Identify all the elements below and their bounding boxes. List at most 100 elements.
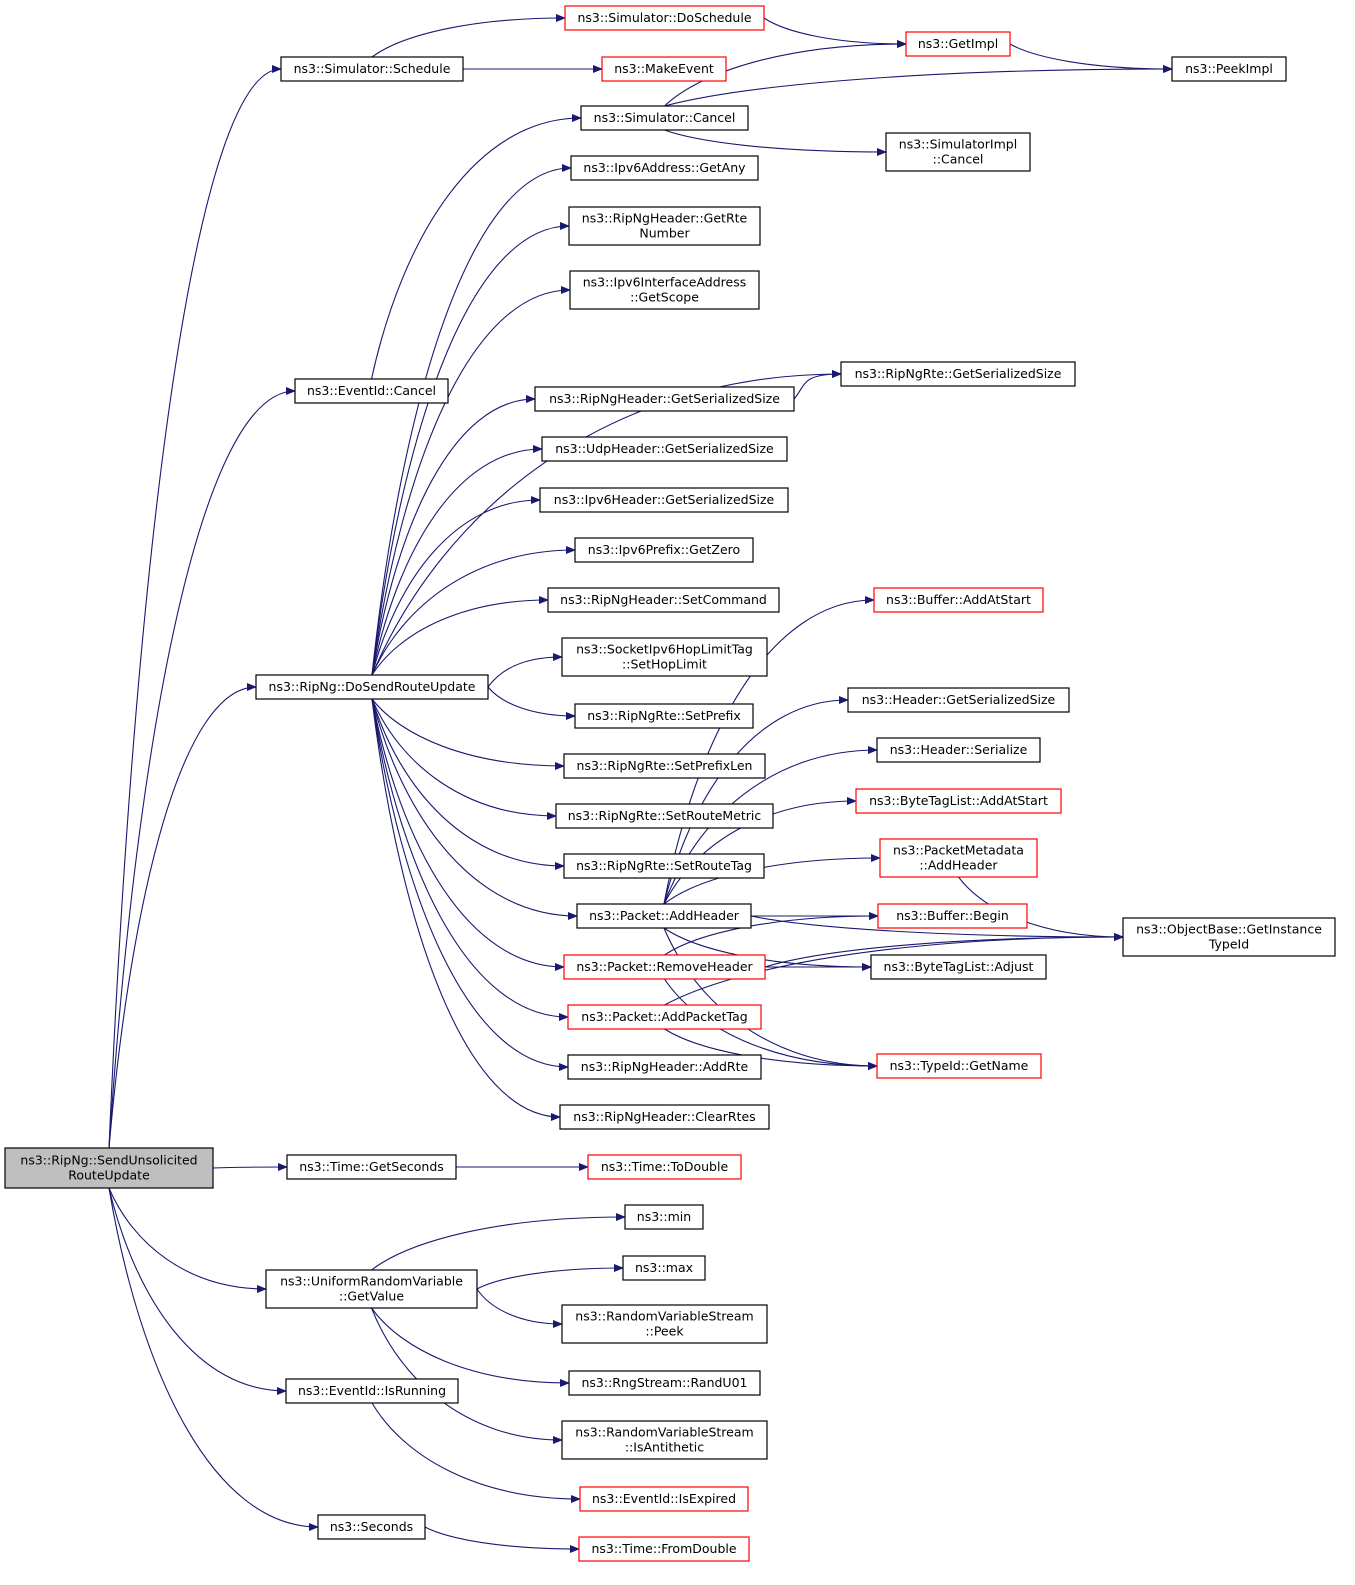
node-box	[885, 132, 1031, 172]
node-label: ::Cancel	[933, 152, 984, 167]
node-header-serialize[interactable]: ns3::Header::Serialize	[876, 737, 1041, 763]
node-label: ns3::RipNgRte::SetRouteTag	[576, 858, 752, 873]
edge-packet-addheader-to-typeid-getname	[663, 927, 878, 1070]
node-box	[587, 1154, 742, 1180]
node-header-getser[interactable]: ns3::Header::GetSerializedSize	[847, 687, 1070, 713]
node-box	[569, 270, 760, 310]
node-packet-addpackettag[interactable]: ns3::Packet::AddPacketTag	[567, 1004, 762, 1030]
node-ripngheader-setcmd[interactable]: ns3::RipNgHeader::SetCommand	[547, 587, 780, 613]
node-box	[876, 1053, 1042, 1079]
node-eventid-isrunning[interactable]: ns3::EventId::IsRunning	[285, 1378, 459, 1404]
node-box	[265, 1269, 478, 1309]
node-time-fromdouble[interactable]: ns3::Time::FromDouble	[578, 1536, 750, 1562]
node-ripngrte-setprefixlen[interactable]: ns3::RipNgRte::SetPrefixLen	[563, 753, 766, 779]
node-buffer-begin[interactable]: ns3::Buffer::Begin	[877, 903, 1028, 929]
node-ripngrte-setroutemetric[interactable]: ns3::RipNgRte::SetRouteMetric	[555, 803, 774, 829]
node-ipv6header-getser[interactable]: ns3::Ipv6Header::GetSerializedSize	[539, 487, 789, 513]
node-box	[847, 687, 1070, 713]
edge-dosend-to-ripngheader-addrte	[371, 698, 569, 1071]
node-urv-getvalue[interactable]: ns3::UniformRandomVariable::GetValue	[265, 1269, 478, 1309]
node-label: ns3::Simulator::Cancel	[594, 110, 736, 125]
node-bytetaglist-addatstart[interactable]: ns3::ByteTagList::AddAtStart	[855, 788, 1062, 814]
node-label: Number	[639, 226, 690, 241]
node-max[interactable]: ns3::max	[622, 1255, 706, 1281]
node-ripngheader-clearrtes[interactable]: ns3::RipNgHeader::ClearRtes	[559, 1104, 770, 1130]
node-eventid-isexpired[interactable]: ns3::EventId::IsExpired	[579, 1486, 749, 1512]
edge-packet-addheader-to-buffer-addatstart	[663, 596, 875, 905]
node-ipv6addr-getany[interactable]: ns3::Ipv6Address::GetAny	[570, 155, 759, 181]
edge-eventid-cancel-to-sim-cancel	[370, 114, 582, 380]
node-packet-removeheader[interactable]: ns3::Packet::RemoveHeader	[563, 954, 766, 980]
node-ripngheader-addrte[interactable]: ns3::RipNgHeader::AddRte	[567, 1054, 762, 1080]
node-typeid-getname[interactable]: ns3::TypeId::GetName	[876, 1053, 1042, 1079]
node-label: ns3::Packet::AddHeader	[589, 908, 740, 923]
node-sim-doschedule[interactable]: ns3::Simulator::DoSchedule	[564, 5, 765, 31]
edge-getimpl-to-peekimpl	[1009, 43, 1173, 73]
node-time-todouble[interactable]: ns3::Time::ToDouble	[587, 1154, 742, 1180]
node-rvs-isantithetic[interactable]: ns3::RandomVariableStream::IsAntithetic	[561, 1420, 768, 1460]
node-min[interactable]: ns3::min	[624, 1204, 704, 1230]
node-sockethoplimit[interactable]: ns3::SocketIpv6HopLimitTag::SetHopLimit	[561, 637, 768, 677]
edge-dosend-to-ripngrte-setroutetag	[371, 698, 565, 870]
edge-dosend-to-udpheader-getser	[371, 445, 543, 676]
edge-sim-cancel-to-simimpl-cancel	[664, 129, 887, 156]
node-label: ns3::PeekImpl	[1185, 61, 1273, 76]
node-box	[876, 737, 1041, 763]
node-simimpl-cancel[interactable]: ns3::SimulatorImpl::Cancel	[885, 132, 1031, 172]
node-label: ns3::GetImpl	[918, 36, 998, 51]
edges-layer	[108, 14, 1173, 1553]
edge-dosend-to-ripngrte-setprefix	[487, 686, 576, 720]
node-buffer-addatstart[interactable]: ns3::Buffer::AddAtStart	[873, 587, 1044, 613]
node-box	[563, 753, 766, 779]
node-rvs-peek[interactable]: ns3::RandomVariableStream::Peek	[561, 1304, 768, 1344]
node-box	[568, 206, 761, 246]
node-peekimpl[interactable]: ns3::PeekImpl	[1171, 56, 1287, 82]
node-eventid-cancel[interactable]: ns3::EventId::Cancel	[294, 378, 449, 404]
node-bytetaglist-adjust[interactable]: ns3::ByteTagList::Adjust	[870, 954, 1047, 980]
node-label: ns3::RandomVariableStream	[575, 1425, 753, 1440]
node-ipv6prefix-getzero[interactable]: ns3::Ipv6Prefix::GetZero	[574, 537, 754, 563]
node-packet-addheader[interactable]: ns3::Packet::AddHeader	[576, 903, 752, 929]
node-box	[534, 386, 795, 412]
edge-seconds-to-time-fromdouble	[424, 1526, 580, 1553]
node-dosend[interactable]: ns3::RipNg::DoSendRouteUpdate	[255, 674, 489, 700]
node-sim-cancel[interactable]: ns3::Simulator::Cancel	[580, 105, 749, 131]
edge-urv-getvalue-to-rvs-isantithetic	[370, 1307, 563, 1444]
node-ripngrte-setroutetag[interactable]: ns3::RipNgRte::SetRouteTag	[563, 853, 765, 879]
edge-dosend-to-packet-addheader	[371, 698, 578, 920]
node-seconds[interactable]: ns3::Seconds	[317, 1514, 426, 1540]
node-box	[578, 1536, 750, 1562]
node-rngstream-randu01[interactable]: ns3::RngStream::RandU01	[568, 1370, 761, 1396]
node-label: ns3::RngStream::RandU01	[582, 1375, 748, 1390]
node-packetmetadata-addheader[interactable]: ns3::PacketMetadata::AddHeader	[879, 838, 1038, 878]
node-ripngrte-setprefix[interactable]: ns3::RipNgRte::SetPrefix	[574, 703, 754, 729]
edge-dosend-to-ripngheader-getser	[371, 395, 536, 676]
node-label: ::GetScope	[630, 290, 699, 305]
node-sim-schedule[interactable]: ns3::Simulator::Schedule	[280, 56, 464, 82]
node-ripngheader-getser[interactable]: ns3::RipNgHeader::GetSerializedSize	[534, 386, 795, 412]
node-box	[873, 587, 1044, 613]
node-box	[576, 903, 752, 929]
node-box	[601, 56, 727, 82]
node-box	[280, 56, 464, 82]
node-box	[870, 954, 1047, 980]
node-ripngrte-getser[interactable]: ns3::RipNgRte::GetSerializedSize	[840, 361, 1076, 387]
node-ipv6ifaddr-getscope[interactable]: ns3::Ipv6InterfaceAddress::GetScope	[569, 270, 760, 310]
edge-sim-doschedule-to-getimpl	[763, 17, 907, 48]
node-udpheader-getser[interactable]: ns3::UdpHeader::GetSerializedSize	[541, 436, 788, 462]
edge-urv-getvalue-to-rvs-peek	[476, 1288, 563, 1328]
edge-dosend-to-ripngheader-setcmd	[371, 596, 549, 676]
node-box	[564, 5, 765, 31]
node-time-getseconds[interactable]: ns3::Time::GetSeconds	[286, 1154, 457, 1180]
node-getimpl[interactable]: ns3::GetImpl	[905, 31, 1011, 57]
edge-dosend-to-ripngheader-clearrtes	[371, 698, 561, 1121]
node-label: ns3::Ipv6Address::GetAny	[583, 160, 746, 175]
node-box	[1122, 917, 1336, 957]
node-label: ns3::MakeEvent	[614, 61, 714, 76]
node-makeevent[interactable]: ns3::MakeEvent	[601, 56, 727, 82]
node-label: ns3::ObjectBase::GetInstance	[1136, 922, 1322, 937]
